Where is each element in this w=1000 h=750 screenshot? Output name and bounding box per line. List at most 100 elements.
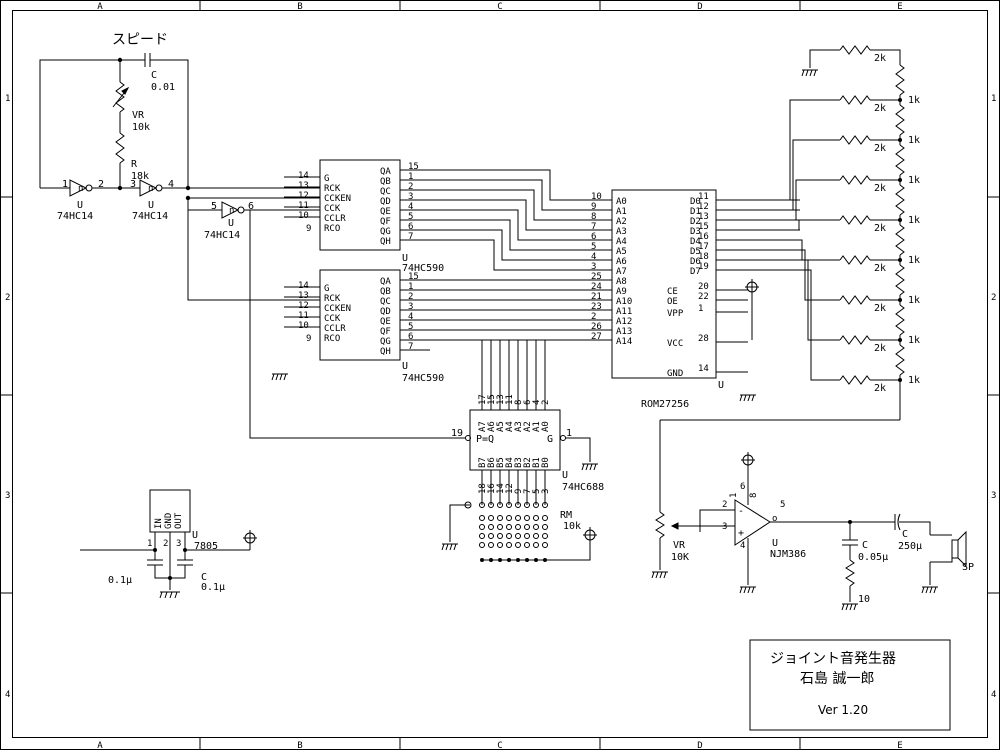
rom-data-label: D7 [690,267,701,277]
inv1-ref: U [77,200,83,211]
rm-dip-pin [506,533,512,539]
title-block: ジョイント音発生器 石島 誠一郎 Ver 1.20 [749,639,951,731]
rm-dip-pin [533,515,539,521]
dac-r2k-label: 2k [874,53,886,64]
cmp-out-pin: 19 [451,428,463,439]
cmp-bottom-label: B7 [478,457,488,468]
dac-r1k-label: 1k [908,335,920,346]
counter2-pin-number: 13 [298,291,309,301]
dac-wire [800,239,840,261]
rm-pin [515,502,521,508]
counter2-pin-label: QC [380,297,391,307]
cmp-bottom-pin: 12 [505,483,515,494]
rom-addr-pin: 27 [591,332,602,342]
rom-data-pin: 17 [698,242,709,252]
cmp-bottom-label: B4 [505,457,515,468]
counter2-pin-number: 14 [298,281,309,291]
counter-1: U 74HC590 GRCKCCKENCCKCCLRRCO14131211109… [284,159,444,274]
resistor-2k [839,135,871,145]
reg-part: 7805 [194,541,218,552]
bus-wire [430,219,585,251]
oscillator-section: スピード C 0.01 VR 10k R 18k n 1 2 U 74HC14 [39,32,320,301]
cmp-top-pin: 13 [496,394,506,405]
counter2-pin-number: 9 [306,334,311,344]
cmp-bottom-label: B3 [514,457,524,468]
rm-dip-pin [533,542,539,548]
amp-c-name: C [862,540,868,551]
counter2-pin-number: 5 [408,322,413,332]
amp-r-value: 10 [858,594,870,605]
row-label-left: 1 [5,94,10,104]
resistor-1k [895,264,905,296]
rom-ctrl-label: CE [667,287,678,297]
counter2-pin-number: 10 [298,321,309,331]
rom-addr-pin: 23 [591,302,602,312]
cmp-bottom-pin: 5 [532,489,542,494]
resistor-1k [895,304,905,336]
rm-dip-pin [506,524,512,530]
counter1-pin-number: 2 [408,182,413,192]
rom-addr-label: A14 [616,337,632,347]
rm-pin [533,502,539,508]
rom-data-pin: 18 [698,252,709,262]
resistor-1k [895,144,905,176]
resistor-2k [839,335,871,345]
counter2-pin-number: 2 [408,292,413,302]
rom-addr-label: A8 [616,277,627,287]
rom-addr-label: A2 [616,217,627,227]
counter1-pin-number: 15 [408,162,419,172]
dac-r1k-label: 1k [908,135,920,146]
resistor-1k [895,184,905,216]
rm-dip-pin [506,515,512,521]
rm-dip-pin [497,533,503,539]
cmp-bottom-pin: 18 [478,483,488,494]
counter1-pin-label: QF [380,217,391,227]
inv3-in-pin: 5 [211,201,217,212]
cmp-top-pin: 15 [487,394,497,405]
col-label-top: A [97,2,103,12]
reg-pin-label: IN [154,518,164,529]
counter1-pin-label: RCK [324,184,341,194]
rm-pin [488,502,494,508]
cmp-bottom-label: B0 [541,457,551,468]
counter2-pin-label: CCK [324,314,341,324]
cmp-ref: U [562,470,568,481]
rom-addr-pin: 26 [591,322,602,332]
rm-dip-pin [533,524,539,530]
amp-sp: SP [962,562,974,573]
dac-r1k-label: 1k [908,375,920,386]
row-label-right: 3 [991,491,996,501]
rm-dip-pin [497,524,503,530]
col-label-bottom: C [497,741,502,750]
dac-r1k-label: 1k [908,255,920,266]
rom-ctrl-label: GND [667,369,683,379]
counter1-pin-number: 4 [408,202,413,212]
ground-symbol [921,586,938,594]
rom-addr-pin: 4 [591,252,596,262]
dac-wire [798,219,840,231]
dac-wire [800,259,840,341]
counter2-pin-number: 12 [298,301,309,311]
inv2-ref: U [148,200,154,211]
col-label-top: D [697,2,702,12]
rm-dip-pin [488,542,494,548]
counter1-pin-label: QH [380,237,391,247]
counter1-pin-label: QB [380,177,391,187]
reg-pin-label: GND [164,513,174,529]
rom-data-pin: 15 [698,222,709,232]
dac-r2k-label: 2k [874,103,886,114]
rm-dip-pin [515,533,521,539]
counter1-pin-label: QC [380,187,391,197]
rom-addr-label: A1 [616,207,627,217]
counter-rom-bus [430,169,585,341]
counter1-pin-label: QE [380,207,391,217]
bus-wire [430,179,585,211]
rom-addr-label: A11 [616,307,632,317]
counter2-pin-label: CCKEN [324,304,351,314]
dac-wire [792,139,840,211]
amp-vr-value: 10K [671,552,689,563]
counter2-pin-number: 4 [408,312,413,322]
cmp-top-pin: 6 [523,400,533,405]
